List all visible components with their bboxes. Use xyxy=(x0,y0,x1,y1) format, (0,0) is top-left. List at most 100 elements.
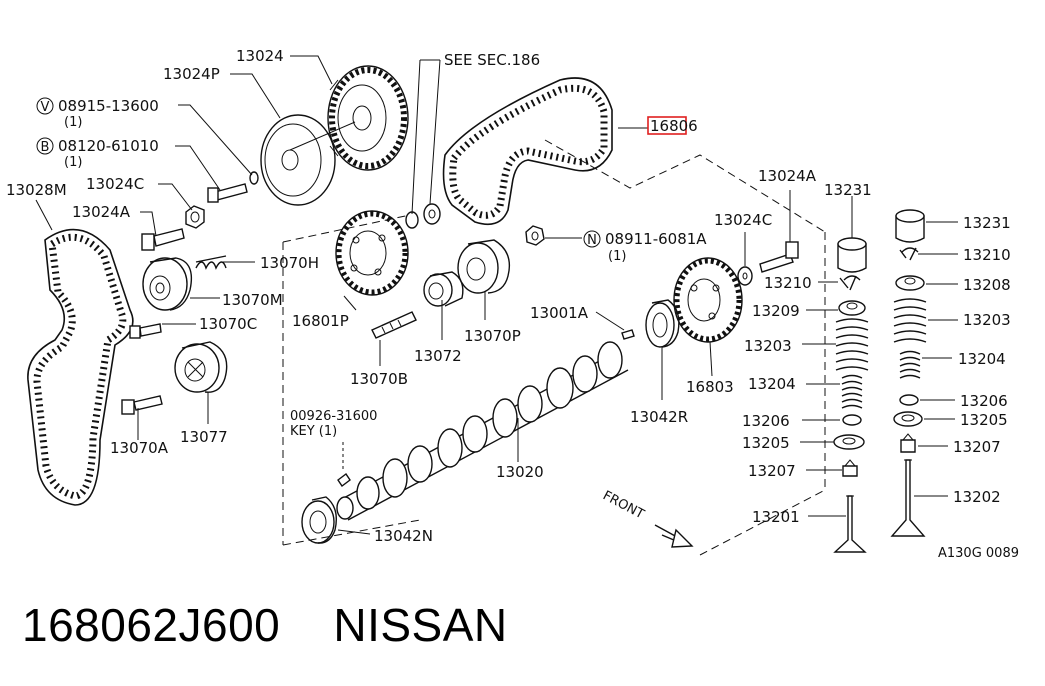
svg-text:V: V xyxy=(41,100,50,115)
retainer-13208 xyxy=(895,275,925,291)
label-08915-qty: (1) xyxy=(64,115,82,130)
bolt-13024a-right xyxy=(759,241,799,273)
tensioner-pulley-13077 xyxy=(174,341,228,393)
camshaft-13020 xyxy=(336,341,629,521)
camshaft-sprocket-13024 xyxy=(327,65,409,171)
marker-n: N xyxy=(583,230,601,248)
seat-13206-right xyxy=(899,394,919,406)
camshaft-sprocket-16801p xyxy=(335,210,409,296)
label-16803: 16803 xyxy=(686,378,734,396)
label-13070b: 13070B xyxy=(350,370,408,388)
label-13042r: 13042R xyxy=(630,408,688,426)
bushing-13072 xyxy=(423,271,464,307)
collet-13210-left xyxy=(839,275,861,291)
washers-sec186 xyxy=(405,203,441,229)
outer-spring-13203-left xyxy=(835,318,869,371)
camshaft-sprocket-16803 xyxy=(673,257,743,343)
nut-13024c-left xyxy=(185,205,205,229)
brand-name: NISSAN xyxy=(333,599,508,651)
idler-pulley-13070m xyxy=(142,257,193,311)
pulley-13070p xyxy=(457,239,511,294)
label-13231-right: 13231 xyxy=(963,214,1011,232)
parts-diagram: V B N 13024 13024P 08915-13600 (1) 08120… xyxy=(6,47,1019,561)
label-13206-right: 13206 xyxy=(960,392,1008,410)
timing-belt-13028m xyxy=(27,228,134,506)
label-key: KEY (1) xyxy=(290,424,337,439)
label-13024c-left: 13024C xyxy=(86,175,144,193)
marker-v: V xyxy=(36,97,54,115)
label-13020: 13020 xyxy=(496,463,544,481)
label-13207-left: 13207 xyxy=(748,462,796,480)
front-arrow xyxy=(654,524,694,548)
marker-b: B xyxy=(36,137,54,155)
bolt-13024a-left xyxy=(141,228,185,251)
label-13024c-right: 13024C xyxy=(714,211,772,229)
label-13206-left: 13206 xyxy=(742,412,790,430)
label-13024a-left: 13024A xyxy=(72,203,131,221)
label-13208: 13208 xyxy=(963,276,1011,294)
svg-text:B: B xyxy=(41,140,50,155)
label-13202: 13202 xyxy=(953,488,1001,506)
valve-seal-13207-left xyxy=(842,459,858,477)
label-13070p: 13070P xyxy=(464,327,521,345)
valve-lifter-13231-left xyxy=(837,237,867,273)
label-16801p: 16801P xyxy=(292,312,349,330)
part-number: 168062J600 xyxy=(22,599,281,651)
figure-code: A130G 0089 xyxy=(938,546,1019,561)
key-00926 xyxy=(337,442,351,488)
sprocket-plate-13024p xyxy=(260,114,356,206)
label-08911: 08911-6081A xyxy=(605,230,707,248)
tensioner-spring-13070h xyxy=(195,255,227,270)
label-13210-left: 13210 xyxy=(764,274,812,292)
label-16806: 16806 xyxy=(650,117,698,135)
label-13024a-right: 13024A xyxy=(758,167,817,185)
label-13201: 13201 xyxy=(752,508,800,526)
washer-13024c-right xyxy=(737,266,753,286)
label-00926: 00926-31600 xyxy=(290,409,377,424)
nut-08911 xyxy=(525,225,545,246)
inner-spring-13204-left xyxy=(841,374,863,409)
label-13070c: 13070C xyxy=(199,315,257,333)
label-front: FRONT xyxy=(600,488,646,522)
label-13231-left: 13231 xyxy=(824,181,872,199)
label-13070h: 13070H xyxy=(260,254,319,272)
seat-13205-right xyxy=(893,411,923,427)
label-13203-right: 13203 xyxy=(963,311,1011,329)
pin-13001a xyxy=(621,329,635,340)
label-08120-qty: (1) xyxy=(64,155,82,170)
label-13204-left: 13204 xyxy=(748,375,796,393)
retainer-13209 xyxy=(838,300,866,316)
bolt-13070c xyxy=(129,323,162,339)
label-13209: 13209 xyxy=(752,302,800,320)
label-08120: 08120-61010 xyxy=(58,137,159,155)
label-13024: 13024 xyxy=(236,47,284,65)
label-13028m: 13028M xyxy=(6,181,67,199)
bolt-08120 xyxy=(207,183,248,203)
seat-13206-left xyxy=(842,414,862,426)
label-08911-qty: (1) xyxy=(608,249,626,264)
valve-lifter-13231-right xyxy=(895,209,925,243)
label-13207-right: 13207 xyxy=(953,438,1001,456)
label-see-sec: SEE SEC.186 xyxy=(444,51,540,69)
label-13205-left: 13205 xyxy=(742,434,790,452)
oil-seal-13042n xyxy=(301,496,338,544)
seat-13205-left xyxy=(833,434,865,450)
label-13024p: 13024P xyxy=(163,65,220,83)
intake-valve-13202 xyxy=(890,459,926,537)
label-13204-right: 13204 xyxy=(958,350,1006,368)
label-13210-right: 13210 xyxy=(963,246,1011,264)
inner-spring-13204-right xyxy=(899,350,921,379)
outer-spring-13203-right xyxy=(893,298,927,343)
valve-seal-13207-right xyxy=(900,433,916,453)
label-13072: 13072 xyxy=(414,347,462,365)
label-13001a: 13001A xyxy=(530,304,589,322)
highlight-box xyxy=(647,116,687,135)
label-13042n: 13042N xyxy=(374,527,433,545)
label-08915: 08915-13600 xyxy=(58,97,159,115)
svg-text:N: N xyxy=(587,233,597,248)
leader-lines xyxy=(35,55,958,535)
label-13205-right: 13205 xyxy=(960,411,1008,429)
timing-belt-16806 xyxy=(442,77,613,226)
label-13070m: 13070M xyxy=(222,291,283,309)
label-13203-left: 13203 xyxy=(744,337,792,355)
